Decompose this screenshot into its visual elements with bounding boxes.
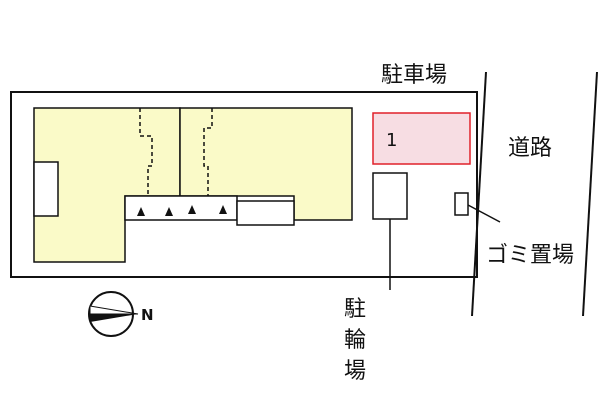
parking-space-number: 1 [386, 130, 397, 151]
bicycle-parking-label-2: 輪 [344, 328, 366, 353]
parking-lot-label: 駐車場 [381, 63, 447, 88]
compass-icon [88, 291, 139, 337]
entrance-marker [219, 205, 227, 214]
garbage-label: ゴミ置場 [486, 243, 574, 268]
bicycle-parking-box [372, 172, 408, 220]
entrance-marker [137, 207, 145, 216]
road-label: 道路 [508, 136, 552, 161]
entrance-porch [124, 195, 238, 221]
garbage-box [454, 192, 469, 216]
bicycle-parking-label-3: 場 [344, 359, 366, 384]
stair-line-right [203, 108, 213, 196]
entrance-marker [188, 205, 196, 214]
entrance-marker [165, 207, 173, 216]
road-edge-line [471, 71, 487, 317]
compass-north-label: N [141, 306, 154, 324]
parking-space-1[interactable] [372, 112, 471, 165]
storage-box [236, 200, 295, 226]
stair-line-left [139, 108, 153, 196]
road-edge-line-far [582, 71, 598, 317]
building-annex-left [33, 161, 59, 217]
bicycle-parking-label-1: 駐 [344, 297, 366, 322]
garbage-leader [467, 204, 501, 223]
